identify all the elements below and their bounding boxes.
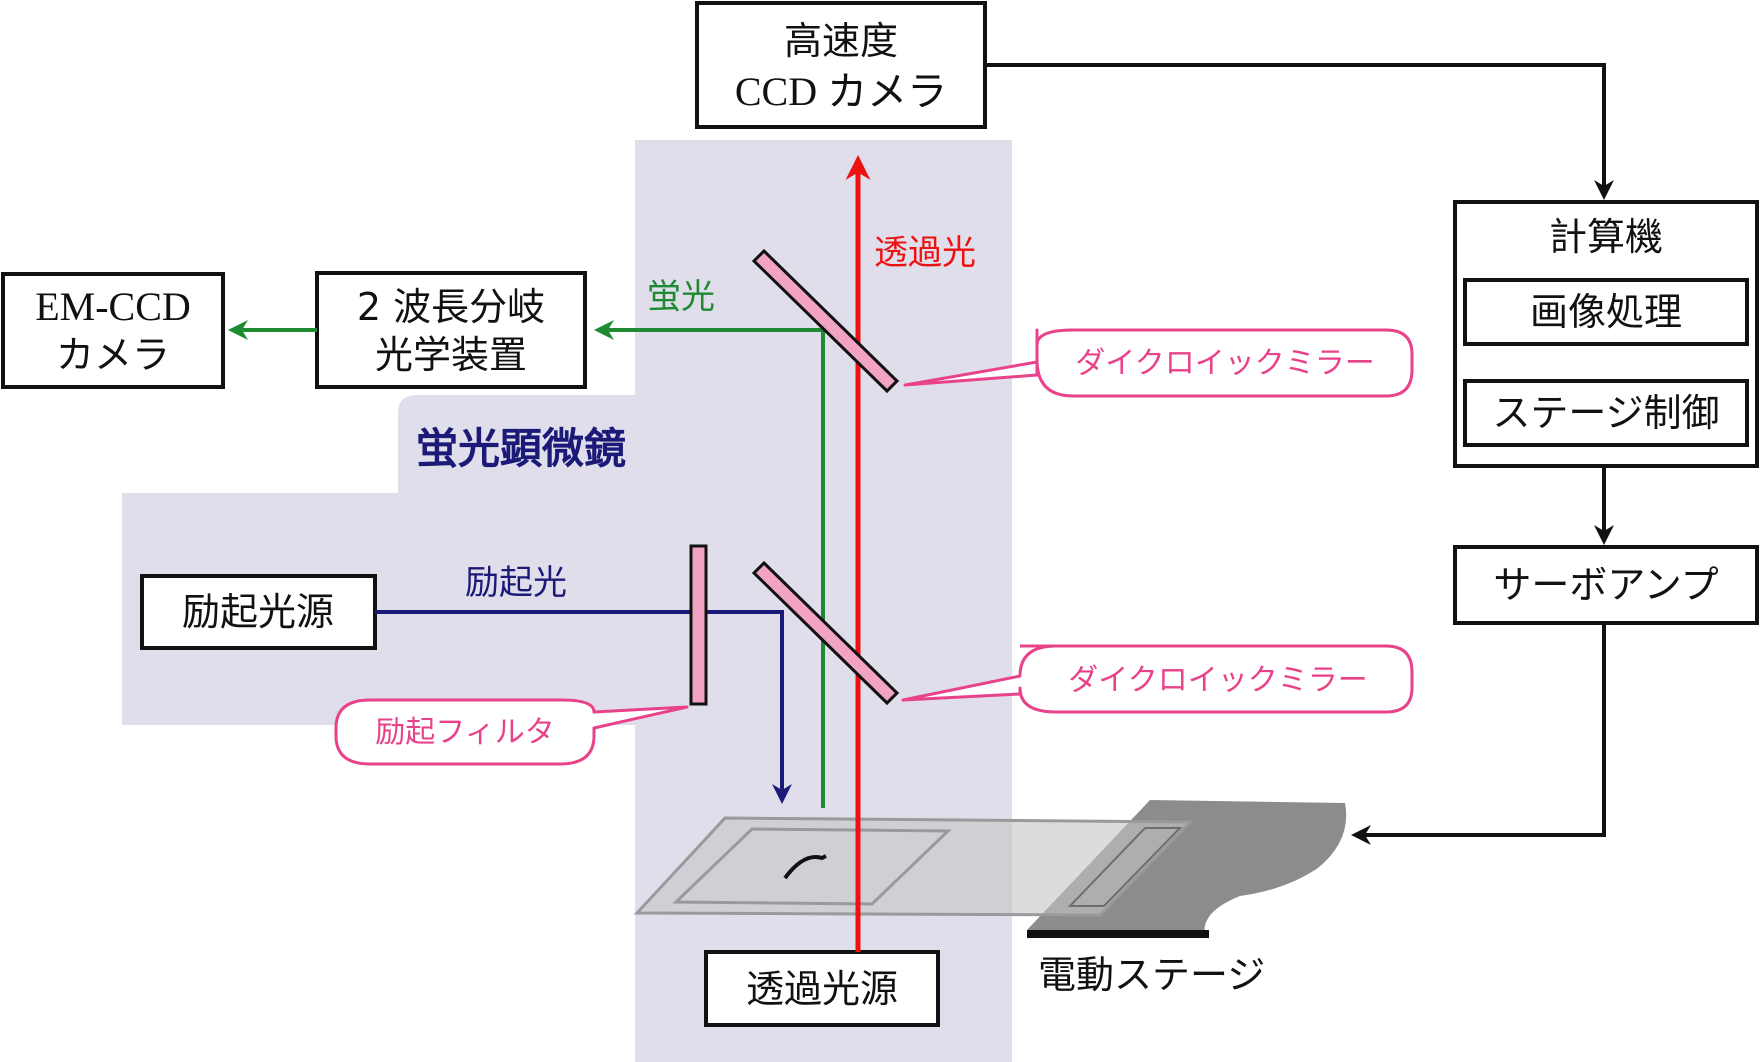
stage-control-label: ステージ制御 — [1492, 391, 1719, 435]
callout-dichroic-upper-text: ダイクロイックミラー — [1075, 346, 1374, 381]
callout-excitation-filter-text: 励起フィルタ — [375, 715, 554, 750]
dichroic-mirror-lower — [751, 560, 900, 706]
stage-bottom-edge — [1027, 930, 1209, 938]
dual-wave-line1: 2 波長分岐 — [357, 285, 545, 329]
excitation-light-label: 励起光 — [465, 563, 567, 603]
high-speed-camera-line1: 高速度 — [784, 19, 898, 63]
transmitted-light-source-box: 透過光源 — [704, 950, 940, 1027]
callout-excitation-filter: 励起フィルタ — [334, 698, 689, 766]
callout-dichroic-lower: ダイクロイックミラー — [901, 644, 1414, 714]
camera-to-computer-arrow — [985, 63, 1614, 200]
computer-title: 計算機 — [1549, 215, 1663, 259]
microscope-label: 蛍光顕微鏡 — [416, 424, 626, 473]
servo-amp-box: サーボアンプ — [1453, 545, 1759, 625]
high-speed-camera-line2: CCD カメラ — [735, 69, 947, 114]
dual-wavelength-splitter-box: 2 波長分岐 光学装置 — [315, 271, 587, 389]
em-ccd-line2: カメラ — [56, 333, 170, 377]
callout-dichroic-lower-text: ダイクロイックミラー — [1068, 663, 1367, 698]
fluorescence-label: 蛍光 — [647, 277, 715, 317]
callout-dichroic-upper: ダイクロイックミラー — [903, 328, 1414, 398]
specimen-filament — [783, 854, 827, 880]
excitation-light-source-box: 励起光源 — [140, 574, 377, 650]
transmitted-source-label: 透過光源 — [746, 967, 898, 1011]
excitation-source-label: 励起光源 — [182, 590, 334, 634]
dual-wave-line2: 光学装置 — [375, 333, 527, 377]
image-processing-label: 画像処理 — [1530, 290, 1682, 334]
motorized-stage-label: 電動ステージ — [1038, 953, 1265, 997]
em-ccd-camera-box: EM-CCD カメラ — [1, 272, 225, 389]
servo-to-stage-arrow — [1351, 623, 1606, 845]
high-speed-ccd-camera-box: 高速度 CCD カメラ — [695, 1, 987, 129]
excitation-filter — [689, 544, 708, 706]
transmitted-light-label: 透過光 — [874, 233, 976, 273]
excitation-beam — [375, 610, 792, 804]
computer-box: 計算機 画像処理 ステージ制御 — [1453, 200, 1759, 468]
dichroic-mirror-upper — [751, 248, 900, 394]
servo-amp-label: サーボアンプ — [1493, 563, 1718, 607]
em-ccd-line1: EM-CCD — [35, 284, 191, 329]
slide-glass — [633, 816, 1194, 917]
